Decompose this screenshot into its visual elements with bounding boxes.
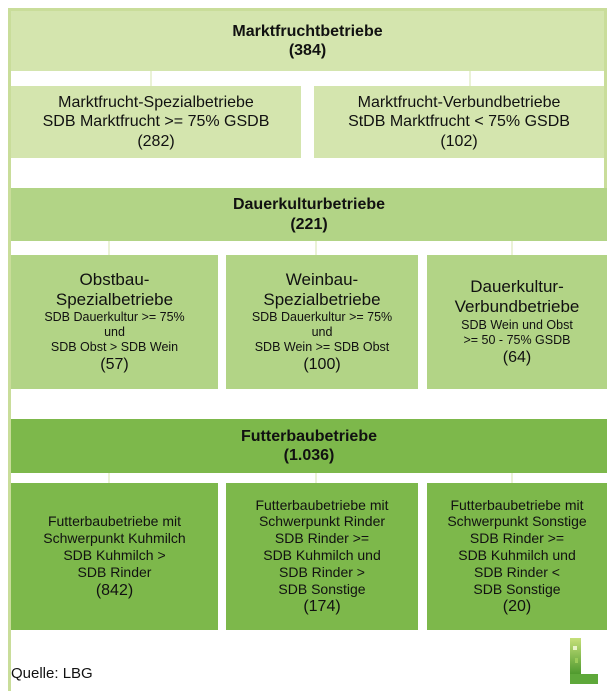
marktfrucht-verbundbetriebe-title: Marktfrucht-Verbundbetriebe <box>357 94 561 112</box>
obstbau-title-line2: Spezialbetriebe <box>55 289 174 309</box>
source-note: Quelle: LBG <box>11 665 93 682</box>
weinbau-criterion-line3: SDB Wein >= SDB Obst <box>254 340 390 355</box>
lbg-logo-icon <box>568 636 600 686</box>
futterbaubetriebe-count: (1.036) <box>283 447 335 464</box>
futterbau-rinder-box: Futterbaubetriebe mit Schwerpunkt Rinder… <box>226 483 418 630</box>
obstbau-criterion-line2: und <box>104 325 125 340</box>
sonstige-criterion-line1: SDB Rinder >= <box>469 530 565 547</box>
rinder-title-line2: Schwerpunkt Rinder <box>258 513 386 530</box>
connector-obstbau <box>108 241 110 255</box>
dauerkultur-verbund-title-line1: Dauerkultur- <box>470 277 564 297</box>
obstbau-spezialbetriebe-box: Obstbau- Spezialbetriebe SDB Dauerkultur… <box>11 255 218 389</box>
marktfrucht-verbundbetriebe-criterion: StDB Marktfrucht < 75% GSDB <box>348 113 570 131</box>
obstbau-criterion-line3: SDB Obst > SDB Wein <box>50 340 179 355</box>
weinbau-criterion-line2: und <box>311 325 333 340</box>
connector-rinder <box>315 473 317 483</box>
frame-right-line <box>604 8 607 188</box>
dauerkultur-verbund-criterion-line2: >= 50 - 75% GSDB <box>463 332 571 347</box>
sonstige-title-line2: Schwerpunkt Sonstige <box>447 513 587 530</box>
rinder-criterion-line4: SDB Sonstige <box>278 580 366 597</box>
kuhmilch-count: (842) <box>95 581 134 599</box>
rinder-title-line1: Futterbaubetriebe mit <box>255 496 389 513</box>
connector-marktfrucht-spezial <box>150 71 152 86</box>
futterbaubetriebe-title: Futterbaubetriebe <box>240 427 377 445</box>
dauerkulturbetriebe-count: (221) <box>290 215 328 233</box>
rinder-criterion-line1: SDB Rinder >= <box>274 530 370 547</box>
dauerkultur-verbund-count: (64) <box>502 348 532 366</box>
connector-weinbau <box>315 241 317 255</box>
frame-top-line <box>8 8 607 11</box>
marktfruchtbetriebe-title: Marktfruchtbetriebe <box>232 22 383 40</box>
marktfrucht-spezialbetriebe-box: Marktfrucht-Spezialbetriebe SDB Marktfru… <box>11 86 301 158</box>
frame-left-line <box>8 8 11 691</box>
kuhmilch-criterion-line1: SDB Kuhmilch > <box>63 546 166 563</box>
obstbau-count: (57) <box>100 356 129 374</box>
sonstige-count: (20) <box>502 598 532 616</box>
kuhmilch-criterion-line2: SDB Rinder <box>77 563 152 580</box>
marktfrucht-spezialbetriebe-criterion: SDB Marktfrucht >= 75% GSDB <box>42 113 270 131</box>
kuhmilch-title-line1: Futterbaubetriebe mit <box>47 513 182 530</box>
dauerkulturbetriebe-box: Dauerkulturbetriebe (221) <box>11 188 607 241</box>
dauerkultur-verbund-criterion-line1: SDB Wein und Obst <box>461 317 573 332</box>
dauerkultur-verbundbetriebe-box: Dauerkultur- Verbundbetriebe SDB Wein un… <box>427 255 607 389</box>
obstbau-title-line1: Obstbau- <box>79 269 150 289</box>
marktfruchtbetriebe-box: Marktfruchtbetriebe (384) <box>11 11 604 71</box>
weinbau-spezialbetriebe-box: Weinbau- Spezialbetriebe SDB Dauerkultur… <box>226 255 418 389</box>
weinbau-title-line1: Weinbau- <box>285 269 359 289</box>
marktfruchtbetriebe-count: (384) <box>288 42 327 59</box>
dauerkulturbetriebe-title: Dauerkulturbetriebe <box>232 196 386 214</box>
connector-marktfrucht-verbund <box>469 71 471 86</box>
weinbau-count: (100) <box>303 356 341 374</box>
sonstige-title-line1: Futterbaubetriebe mit <box>450 496 584 513</box>
sonstige-criterion-line3: SDB Rinder < <box>474 563 560 580</box>
obstbau-criterion-line1: SDB Dauerkultur >= 75% <box>44 310 185 325</box>
marktfrucht-spezialbetriebe-title: Marktfrucht-Spezialbetriebe <box>58 94 254 112</box>
weinbau-title-line2: Spezialbetriebe <box>263 289 381 309</box>
futterbaubetriebe-box: Futterbaubetriebe (1.036) <box>11 419 607 473</box>
rinder-count: (174) <box>303 598 341 616</box>
kuhmilch-title-line2: Schwerpunkt Kuhmilch <box>43 530 186 547</box>
marktfrucht-spezialbetriebe-count: (282) <box>137 132 175 150</box>
futterbau-kuhmilch-box: Futterbaubetriebe mit Schwerpunkt Kuhmil… <box>11 483 218 630</box>
marktfrucht-verbundbetriebe-box: Marktfrucht-Verbundbetriebe StDB Marktfr… <box>314 86 604 158</box>
connector-dauerkultur-verbund <box>511 241 513 255</box>
weinbau-criterion-line1: SDB Dauerkultur >= 75% <box>251 310 393 325</box>
rinder-criterion-line3: SDB Rinder > <box>279 563 365 580</box>
futterbau-sonstige-box: Futterbaubetriebe mit Schwerpunkt Sonsti… <box>427 483 607 630</box>
marktfrucht-verbundbetriebe-count: (102) <box>440 132 478 150</box>
sonstige-criterion-line2: SDB Kuhmilch und <box>458 546 576 563</box>
sonstige-criterion-line4: SDB Sonstige <box>473 580 561 597</box>
connector-kuhmilch <box>108 473 110 483</box>
dauerkultur-verbund-title-line2: Verbundbetriebe <box>454 297 580 317</box>
connector-sonstige <box>511 473 513 483</box>
rinder-criterion-line2: SDB Kuhmilch und <box>263 546 381 563</box>
